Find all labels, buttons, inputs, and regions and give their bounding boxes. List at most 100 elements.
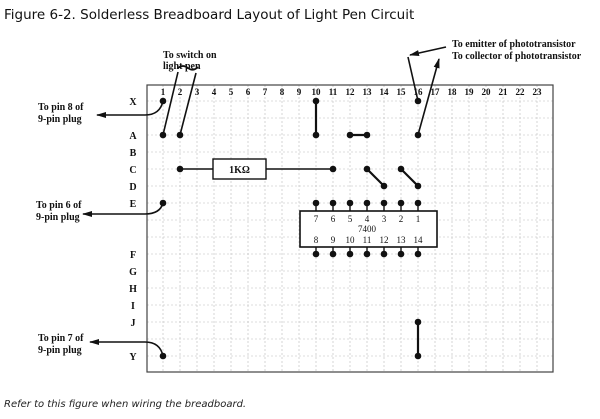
- connection-dot: [312, 199, 320, 207]
- switch-wire-tilde: [177, 65, 199, 71]
- connection-dot: [312, 97, 320, 105]
- column-label: 7: [263, 87, 268, 97]
- pin7-label-line2: 9-pin plug: [38, 345, 82, 356]
- chip-pin-number: 8: [314, 235, 319, 245]
- connection-dot: [159, 199, 167, 207]
- chip-pin-number: 10: [346, 235, 356, 245]
- pin6-lead: [82, 202, 164, 217]
- connection-dot: [414, 182, 422, 190]
- chip-pin-number: 14: [414, 235, 424, 245]
- chip-pin-number: 7: [314, 214, 319, 224]
- column-label: 10: [312, 87, 322, 97]
- connection-dot: [312, 131, 320, 139]
- chip-pin-number: 12: [380, 235, 389, 245]
- resistor-body: [212, 158, 267, 180]
- chip-pin-number: 1: [416, 214, 421, 224]
- column-label: 6: [246, 87, 251, 97]
- connection-dot: [397, 250, 405, 258]
- connection-dot: [397, 199, 405, 207]
- pin7-lead: [89, 339, 164, 357]
- row-label: J: [131, 318, 136, 329]
- connection-dot: [312, 250, 320, 258]
- resistor: 1KΩ: [180, 158, 333, 180]
- row-label: E: [130, 199, 137, 210]
- column-label: 13: [363, 87, 373, 97]
- row-label: D: [129, 182, 136, 193]
- jumper-wire: [400, 168, 419, 187]
- connection-dot: [414, 352, 422, 360]
- switch-lead-2: [179, 72, 197, 136]
- column-label: 18: [448, 87, 458, 97]
- chip-pin-number: 13: [397, 235, 407, 245]
- chip-pin-number: 5: [348, 214, 353, 224]
- chip-body: [299, 210, 438, 248]
- column-label: 4: [212, 87, 217, 97]
- column-label: 9: [297, 87, 302, 97]
- row-label: I: [131, 301, 135, 312]
- connection-dot: [380, 250, 388, 258]
- collector-label: To collector of phototransistor: [452, 51, 582, 62]
- board-border: [146, 84, 554, 373]
- pin7-label-line1: To pin 7 of: [38, 333, 84, 344]
- chip-pin-number: 9: [331, 235, 336, 245]
- connection-dot: [329, 165, 337, 173]
- connection-dot: [159, 97, 167, 105]
- connection-dot: [363, 131, 371, 139]
- row-label: A: [129, 131, 137, 142]
- connection-dot: [346, 199, 354, 207]
- connection-dot: [414, 131, 422, 139]
- row-label: F: [130, 250, 136, 261]
- connection-dot: [414, 199, 422, 207]
- column-label: 21: [499, 87, 509, 97]
- connection-dot: [176, 165, 184, 173]
- column-label: 1: [161, 87, 166, 97]
- column-label: 22: [516, 87, 526, 97]
- connection-dot: [414, 318, 422, 326]
- connection-dot: [380, 199, 388, 207]
- emitter-label: To emitter of phototransistor: [452, 39, 576, 50]
- chip-pin-number: 6: [331, 214, 336, 224]
- chip-pin-number: 11: [363, 235, 372, 245]
- pin6-label-line1: To pin 6 of: [36, 200, 82, 211]
- connection-dot: [329, 199, 337, 207]
- connection-dot: [380, 182, 388, 190]
- chip-pin-number: 3: [382, 214, 387, 224]
- switch-label-line1: To switch on: [163, 50, 217, 61]
- column-label: 11: [329, 87, 338, 97]
- column-label: 2: [178, 87, 183, 97]
- chip-pin-number: 4: [365, 214, 370, 224]
- column-label: 20: [482, 87, 492, 97]
- column-label: 8: [280, 87, 285, 97]
- connection-dot: [329, 250, 337, 258]
- row-label: C: [129, 165, 136, 176]
- column-label: 19: [465, 87, 475, 97]
- figure-title: Figure 6-2. Solderless Breadboard Layout…: [4, 7, 414, 23]
- chip-pin-number: 2: [399, 214, 404, 224]
- connection-dot: [159, 352, 167, 360]
- connection-dot: [346, 131, 354, 139]
- row-label: G: [129, 267, 137, 278]
- connection-dot: [363, 250, 371, 258]
- figure-caption: Refer to this figure when wiring the bre…: [4, 399, 246, 410]
- pin8-label-line1: To pin 8 of: [38, 102, 84, 113]
- connection-dot: [414, 97, 422, 105]
- emitter-lead: [407, 56, 419, 102]
- resistor-label: 1KΩ: [229, 165, 250, 176]
- connection-dot: [159, 131, 167, 139]
- column-label: 14: [380, 87, 390, 97]
- connection-dot: [414, 250, 422, 258]
- chip-7400: 7400 7 6 5 4 3 2 1 8 9 10 11 12 13 14: [299, 203, 438, 254]
- connection-dot: [363, 199, 371, 207]
- row-label: H: [129, 284, 137, 295]
- pin8-label-line2: 9-pin plug: [38, 114, 82, 125]
- chip-label: 7400: [358, 224, 377, 234]
- connection-points: [159, 97, 422, 360]
- connection-dot: [397, 165, 405, 173]
- column-label: 15: [397, 87, 407, 97]
- switch-lead-1: [162, 71, 179, 136]
- row-label: Y: [129, 352, 137, 363]
- connection-dot: [363, 165, 371, 173]
- connection-dot: [346, 250, 354, 258]
